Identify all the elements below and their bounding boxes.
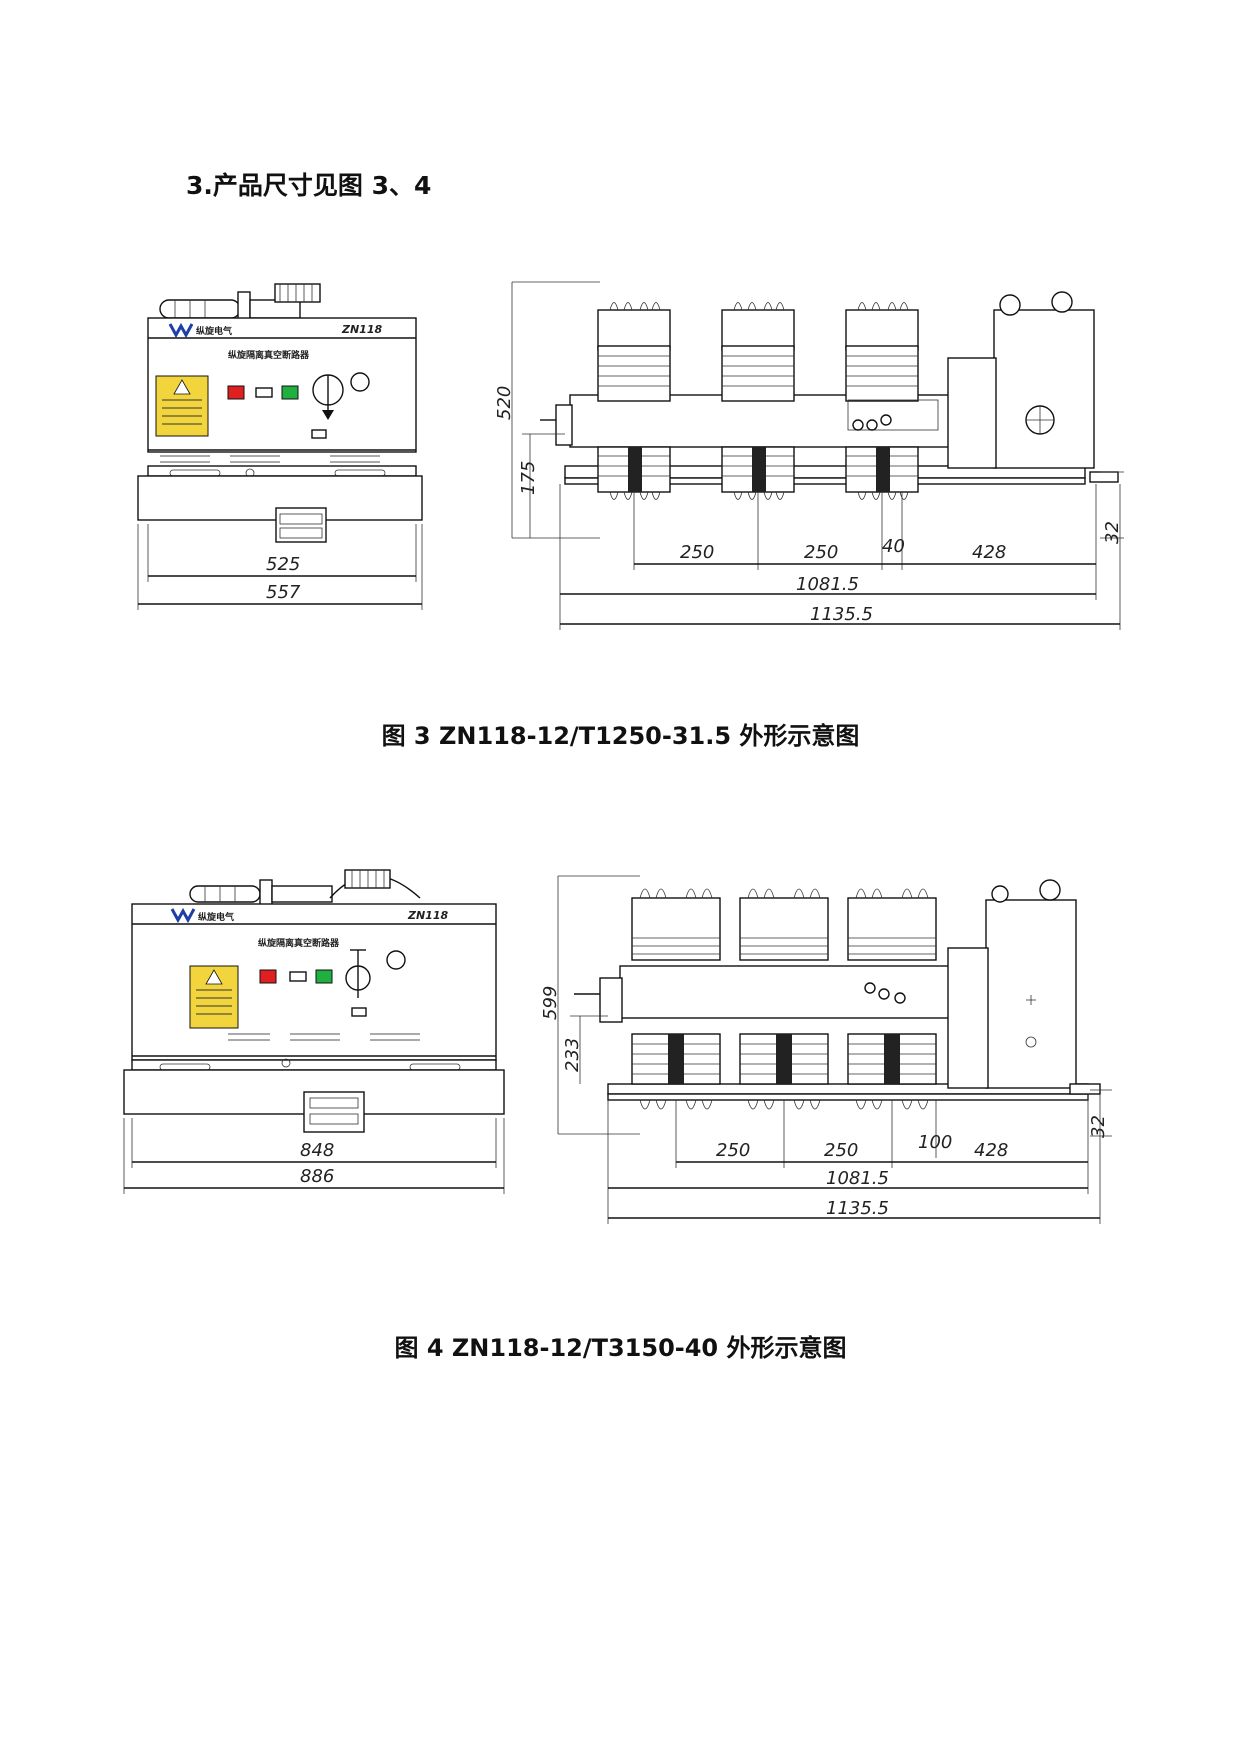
dim-gap: 100 xyxy=(918,1132,952,1153)
dim-inner-width: 848 xyxy=(300,1140,334,1161)
figure-3-caption: 图 3 ZN118-12/T1250-31.5 外形示意图 xyxy=(381,722,860,750)
section-heading: 3.产品尺寸见图 3、4 xyxy=(186,171,432,200)
green-indicator xyxy=(281,385,299,400)
model-text: ZN118 xyxy=(341,323,382,336)
figure-4-drawing: 纵旋电气 ZN118 纵旋隔离真空断路器 848 886 xyxy=(123,869,1112,1224)
dim-base: 32 xyxy=(1088,1115,1109,1138)
figure-3-drawing: 纵旋电气 ZN118 纵旋隔离真空断路器 52 xyxy=(137,281,1124,630)
panel-title: 纵旋隔离真空断路器 xyxy=(258,937,340,949)
dim-base: 32 xyxy=(1102,521,1123,544)
figure-4-caption: 图 4 ZN118-12/T3150-40 外形示意图 xyxy=(394,1334,847,1362)
counter-window xyxy=(255,387,273,398)
figure-4: 纵旋电气 ZN118 纵旋隔离真空断路器 848 886 xyxy=(0,858,1241,1238)
red-indicator xyxy=(259,969,277,984)
dim-overall-1: 1081.5 xyxy=(796,574,859,595)
side-view: 599 233 250 250 100 428 1081.5 1135.5 32 xyxy=(540,875,1112,1224)
model-text: ZN118 xyxy=(407,909,448,922)
dim-overall-2: 1135.5 xyxy=(826,1198,889,1219)
panel-title: 纵旋隔离真空断路器 xyxy=(228,349,310,361)
figure-3: 纵旋电气 ZN118 纵旋隔离真空断路器 52 xyxy=(0,270,1241,650)
red-indicator xyxy=(227,385,245,400)
dim-lower: 233 xyxy=(562,1038,583,1072)
rotation-arrow-icon xyxy=(350,372,370,392)
dim-mech: 428 xyxy=(974,1140,1008,1161)
dim-pitch-2: 250 xyxy=(804,542,838,563)
front-view: 纵旋电气 ZN118 纵旋隔离真空断路器 52 xyxy=(137,283,423,610)
dim-height: 520 xyxy=(494,386,515,420)
warning-label xyxy=(155,375,209,437)
dim-inner-width: 525 xyxy=(266,554,300,575)
dim-overall-2: 1135.5 xyxy=(810,604,873,625)
front-view: 纵旋电气 ZN118 纵旋隔离真空断路器 848 886 xyxy=(123,869,505,1194)
dim-gap: 40 xyxy=(882,536,905,557)
side-view: 520 175 250 250 40 428 1081.5 1135.5 32 xyxy=(494,281,1124,630)
dim-overall-1: 1081.5 xyxy=(826,1168,889,1189)
dim-mech: 428 xyxy=(972,542,1006,563)
dim-pitch-2: 250 xyxy=(824,1140,858,1161)
counter-window xyxy=(289,971,307,982)
green-indicator xyxy=(315,969,333,984)
dim-pitch-1: 250 xyxy=(680,542,714,563)
rotation-arrow-icon xyxy=(386,950,406,970)
dim-height: 599 xyxy=(540,986,561,1020)
dim-outer-width: 557 xyxy=(266,582,301,603)
brand-text: 纵旋电气 xyxy=(196,325,232,337)
brand-text: 纵旋电气 xyxy=(198,911,234,923)
dim-outer-width: 886 xyxy=(300,1166,334,1187)
dim-lower: 175 xyxy=(518,461,539,495)
dim-pitch-1: 250 xyxy=(716,1140,750,1161)
